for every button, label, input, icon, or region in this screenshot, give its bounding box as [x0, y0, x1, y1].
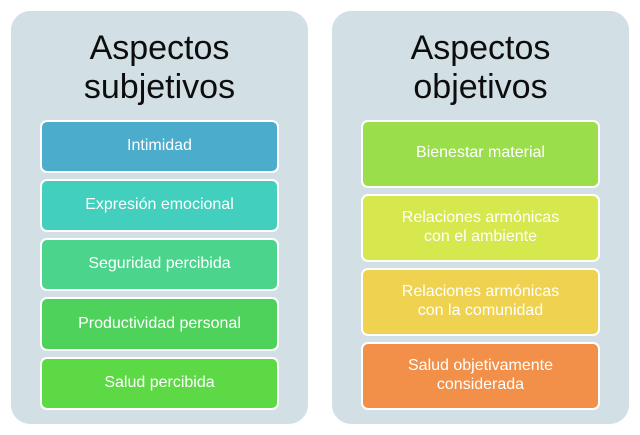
chip-productividad-personal[interactable]: Productividad personal: [40, 297, 279, 351]
chip-label: Relaciones armónicas con la comunidad: [401, 283, 560, 319]
chip-intimidad[interactable]: Intimidad: [40, 119, 279, 173]
chip-label: Bienestar material: [416, 144, 545, 162]
chip-relaciones-armonicas-comunidad[interactable]: Relaciones armónicas con la comunidad: [361, 267, 600, 336]
chip-salud-objetivamente-considerada[interactable]: Salud objetivamente considerada: [361, 341, 600, 410]
chip-label: Salud percibida: [104, 373, 215, 391]
chip-label: Seguridad percibida: [88, 255, 231, 273]
panel-title-objetivos: Aspectos objetivos: [410, 29, 551, 106]
panel-aspectos-objetivos: Aspectos objetivos Bienestar material Re…: [332, 11, 629, 424]
chip-seguridad-percibida[interactable]: Seguridad percibida: [40, 238, 279, 292]
chip-bienestar-material[interactable]: Bienestar material: [361, 119, 600, 188]
chip-salud-percibida[interactable]: Salud percibida: [40, 356, 279, 410]
chip-relaciones-armonicas-ambiente[interactable]: Relaciones armónicas con el ambiente: [361, 193, 600, 262]
chip-stack-subjetivos: Intimidad Expresión emocional Seguridad …: [40, 119, 279, 411]
chip-label: Salud objetivamente considerada: [408, 357, 553, 393]
chip-label: Productividad personal: [78, 314, 241, 332]
panel-aspectos-subjetivos: Aspectos subjetivos Intimidad Expresión …: [11, 11, 308, 424]
chip-expresion-emocional[interactable]: Expresión emocional: [40, 178, 279, 233]
chip-label: Intimidad: [127, 136, 192, 154]
chip-label: Relaciones armónicas con el ambiente: [401, 208, 560, 245]
chip-label: Expresión emocional: [85, 196, 234, 214]
chip-stack-objetivos: Bienestar material Relaciones armónicas …: [361, 119, 600, 410]
panel-title-subjetivos: Aspectos subjetivos: [83, 29, 236, 106]
